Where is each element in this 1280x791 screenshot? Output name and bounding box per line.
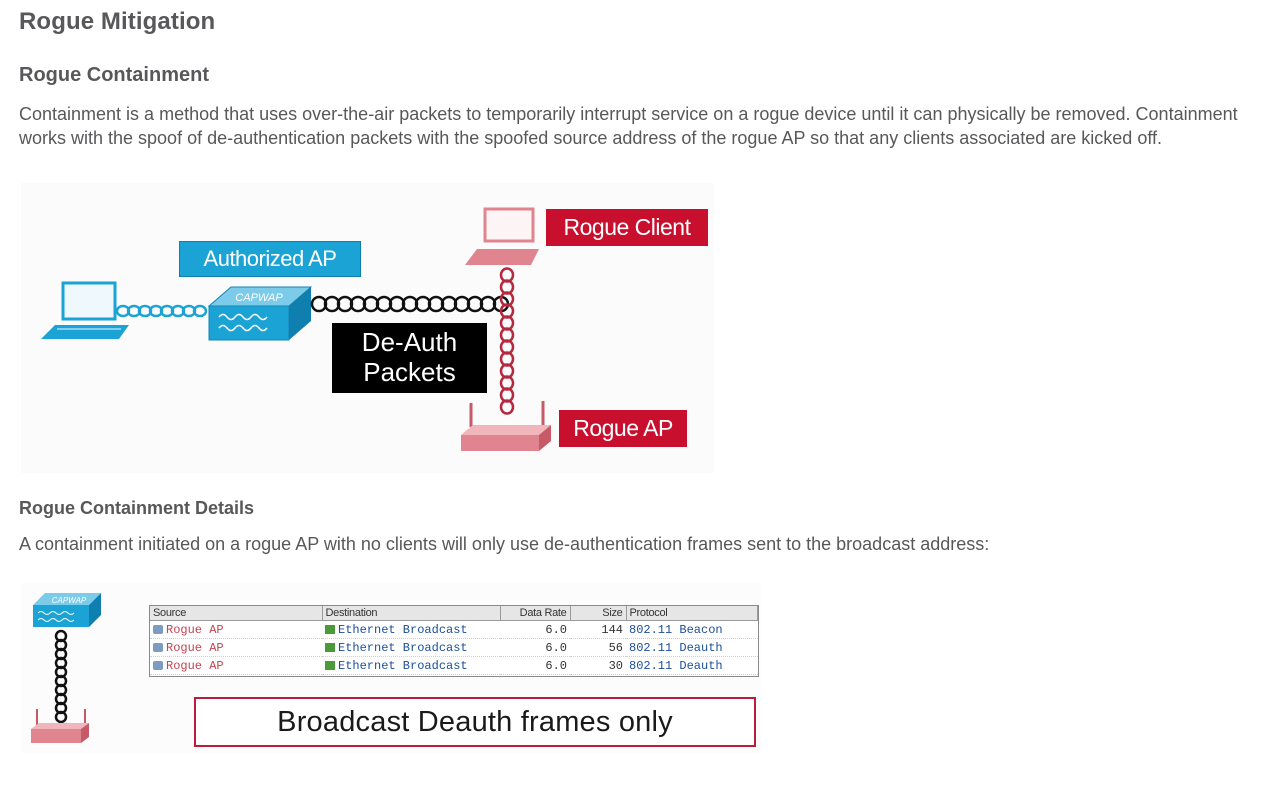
deauth-link bbox=[310, 295, 510, 313]
rogue-client-label: Rogue Client bbox=[546, 209, 708, 246]
rate-cell: 6.0 bbox=[500, 620, 570, 639]
rogue-link bbox=[499, 267, 515, 415]
destination-cell: Ethernet Broadcast bbox=[322, 638, 500, 657]
column-header-size: Size bbox=[570, 606, 627, 621]
authorized-ap-label: Authorized AP bbox=[179, 241, 361, 277]
vertical-link bbox=[54, 629, 68, 724]
rogue-ap-icon bbox=[153, 660, 163, 670]
table-row: Rogue AP Ethernet Broadcast 6.0 30 802.1… bbox=[150, 656, 758, 675]
destination-cell: Ethernet Broadcast bbox=[322, 656, 500, 675]
rogue-containment-diagram: CAPWAP bbox=[21, 183, 714, 473]
rogue-ap-icon bbox=[153, 624, 163, 634]
authorized-ap-icon: CAPWAP bbox=[207, 286, 313, 341]
destination-cell: Ethernet Broadcast bbox=[322, 620, 500, 639]
broadcast-deauth-figure: CAPWAP bbox=[21, 583, 761, 753]
column-header-protocol: Protocol bbox=[626, 606, 758, 621]
protocol-cell: 802.11 Deauth bbox=[626, 638, 758, 657]
size-cell: 56 bbox=[570, 638, 626, 657]
column-header-data-rate: Data Rate bbox=[500, 606, 571, 621]
containment-description: Containment is a method that uses over-t… bbox=[19, 104, 1238, 148]
size-cell: 144 bbox=[570, 620, 626, 639]
rogue-ap-icon bbox=[153, 642, 163, 652]
svg-text:CAPWAP: CAPWAP bbox=[235, 292, 283, 304]
page-title: Rogue Mitigation bbox=[19, 8, 216, 35]
table-row: Rogue AP Ethernet Broadcast 6.0 56 802.1… bbox=[150, 638, 758, 657]
ap-stack-graphics: CAPWAP bbox=[31, 593, 101, 743]
diagram-graphics: CAPWAP bbox=[41, 207, 551, 451]
ethernet-icon bbox=[325, 624, 335, 634]
ethernet-icon bbox=[325, 642, 335, 652]
rogue-ap-icon bbox=[461, 401, 551, 451]
broadcast-deauth-caption: Broadcast Deauth frames only bbox=[194, 697, 756, 747]
deauth-label-line2: Packets bbox=[363, 357, 456, 387]
rate-cell: 6.0 bbox=[500, 638, 570, 657]
containment-details-description: A containment initiated on a rogue AP wi… bbox=[19, 534, 990, 554]
source-cell: Rogue AP bbox=[150, 638, 322, 657]
section-heading-containment-details: Rogue Containment Details bbox=[19, 498, 255, 518]
wireless-link-client bbox=[115, 304, 208, 318]
column-header-destination: Destination bbox=[322, 606, 501, 621]
section-heading-rogue-containment: Rogue Containment bbox=[19, 64, 209, 86]
rogue-client-laptop-icon bbox=[465, 207, 539, 265]
rogue-ap-label: Rogue AP bbox=[559, 410, 687, 447]
rogue-ap-small-icon bbox=[31, 709, 89, 743]
capwap-ap-icon: CAPWAP bbox=[33, 593, 101, 627]
protocol-cell: 802.11 Beacon bbox=[626, 620, 758, 639]
deauth-label-line1: De-Auth bbox=[361, 327, 458, 357]
source-cell: Rogue AP bbox=[150, 656, 322, 675]
table-header-row: Source Destination Data Rate Size Protoc… bbox=[150, 606, 758, 621]
rate-cell: 6.0 bbox=[500, 656, 570, 675]
column-header-source: Source bbox=[150, 606, 323, 621]
svg-text:CAPWAP: CAPWAP bbox=[52, 596, 87, 605]
source-cell: Rogue AP bbox=[150, 620, 322, 639]
ethernet-icon bbox=[325, 660, 335, 670]
packet-capture-table: Source Destination Data Rate Size Protoc… bbox=[149, 605, 759, 677]
client-laptop-icon bbox=[41, 281, 129, 339]
table-row: Rogue AP Ethernet Broadcast 6.0 144 802.… bbox=[150, 620, 758, 639]
size-cell: 30 bbox=[570, 656, 626, 675]
deauth-packets-label: De-Auth Packets bbox=[332, 323, 487, 393]
protocol-cell: 802.11 Deauth bbox=[626, 656, 758, 675]
